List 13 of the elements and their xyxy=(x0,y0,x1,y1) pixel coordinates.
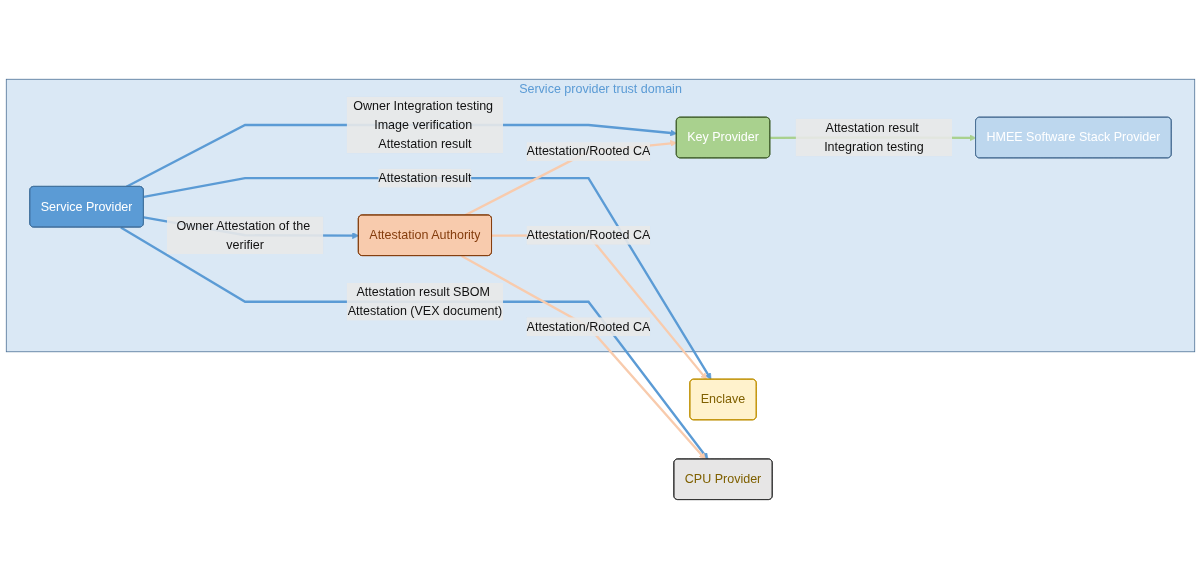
arrow xyxy=(125,123,677,188)
edge-label: Attestation/Rooted CA xyxy=(526,144,651,158)
edge-label: Attestation result Integration testing xyxy=(824,121,924,154)
edge-label: Owner Integration testing Image verification Attestation result xyxy=(353,99,494,151)
edge-label: Attestation result SBOM Attestation (VEX document) xyxy=(347,285,503,318)
arrow xyxy=(461,255,706,460)
arrow xyxy=(464,140,677,217)
edge-label: Attestation/Rooted CA xyxy=(526,228,651,242)
edge-label: Attestation result xyxy=(378,171,472,185)
arrow xyxy=(491,234,708,380)
edge-label: Owner Attestation of the verifier xyxy=(176,218,311,251)
arrow xyxy=(120,226,709,460)
edge-label: Attestation/Rooted CA xyxy=(526,319,651,334)
